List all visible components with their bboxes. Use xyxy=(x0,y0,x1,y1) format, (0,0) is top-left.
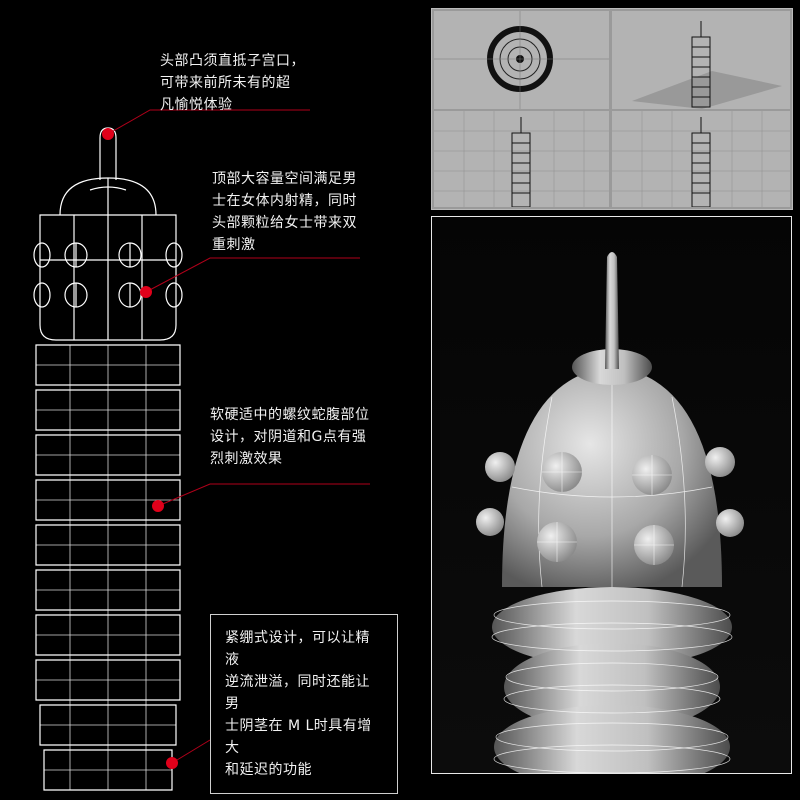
red-dot-icon xyxy=(166,757,178,769)
rendered-closeup xyxy=(431,216,792,774)
annotation-base: 紧绷式设计，可以让精液 逆流泄溢，同时还能让男 士阴茎在 M L时具有增大 和延… xyxy=(210,614,398,794)
cad-viewports xyxy=(431,8,793,210)
render-tip xyxy=(605,252,619,369)
viewport-top xyxy=(434,11,609,109)
wire-ribs xyxy=(35,344,181,791)
callout-markers xyxy=(102,128,178,769)
viewport-perspective xyxy=(612,11,790,109)
red-dot-icon xyxy=(140,286,152,298)
red-dot-icon xyxy=(152,500,164,512)
annotation-tip: 头部凸须直抵子宫口， 可带来前所未有的超 凡愉悦体验 xyxy=(160,53,305,113)
leader-lines xyxy=(107,109,370,764)
wire-bumps xyxy=(33,242,183,308)
annotation-head: 顶部大容量空间满足男 士在女体内射精，同时 头部颗粒给女士带来双 重刺激 xyxy=(212,171,357,253)
red-dot-icon xyxy=(102,128,114,140)
render-ribs xyxy=(491,587,733,773)
wire-head xyxy=(39,214,177,341)
viewport-front xyxy=(434,111,609,207)
viewport-side xyxy=(612,111,790,207)
annotation-body: 软硬适中的螺纹蛇腹部位 设计，对阴道和G点有强 烈刺激效果 xyxy=(210,407,370,467)
